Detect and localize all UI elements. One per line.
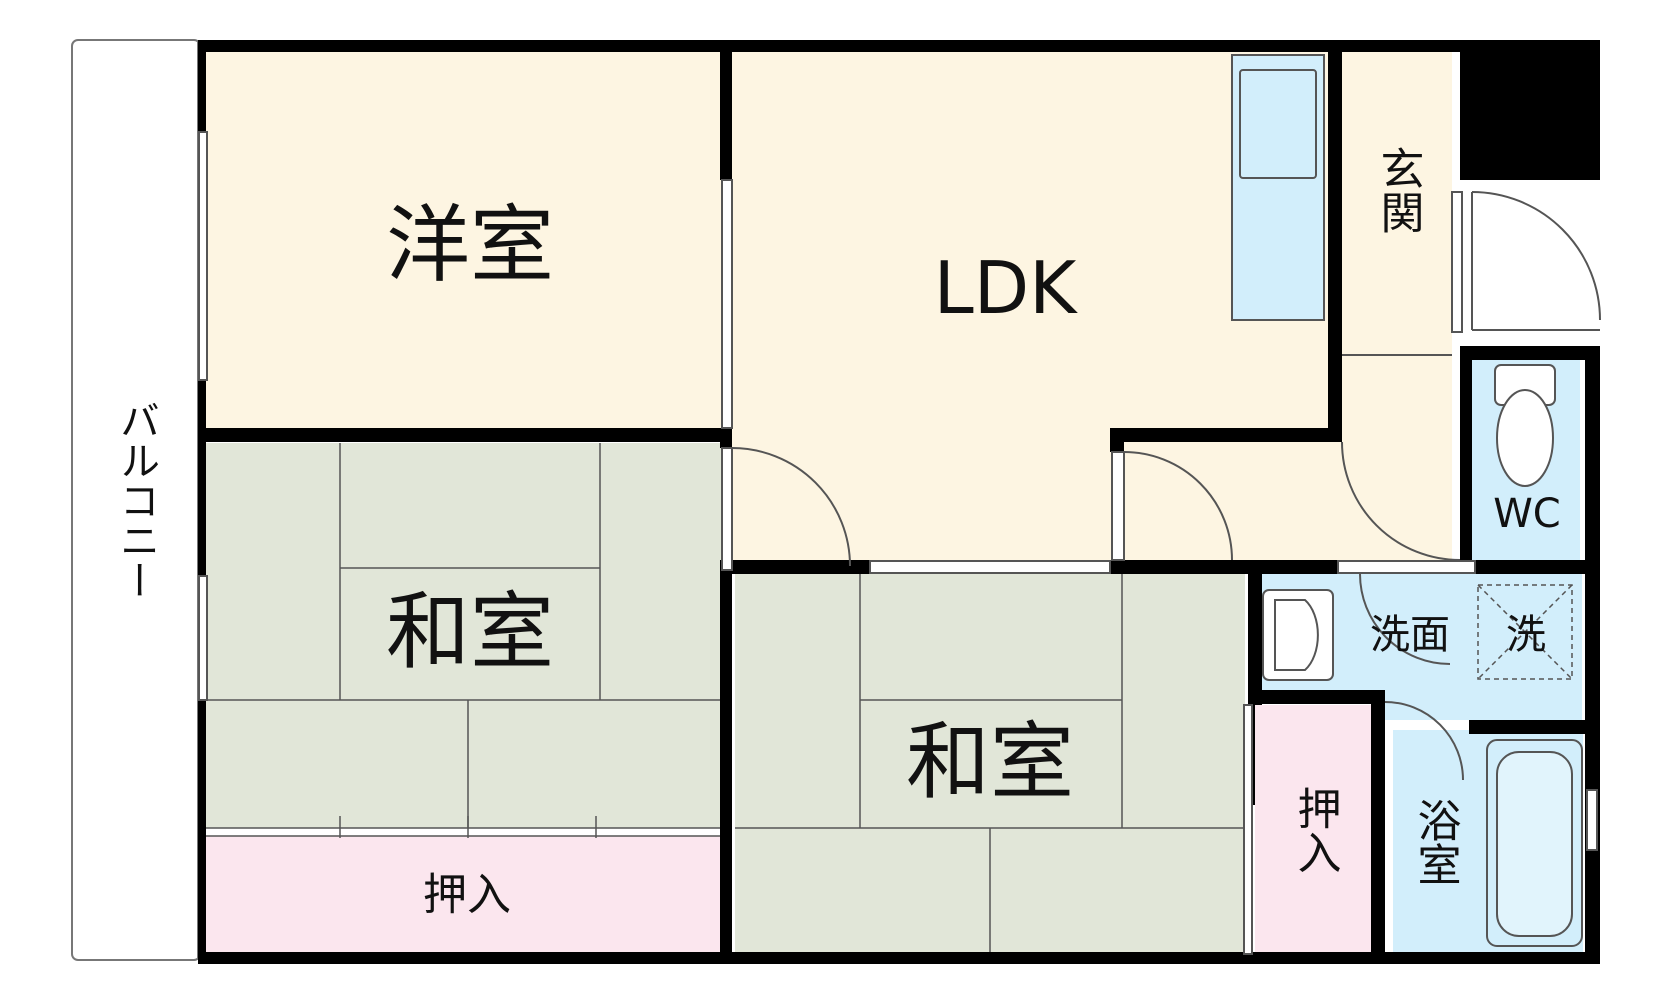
- closet-right-label: 押入: [1290, 786, 1341, 874]
- toilet: [1494, 364, 1556, 487]
- walls: [198, 40, 1600, 964]
- corridor-floor: [1120, 440, 1450, 560]
- washer-label: 洗: [1506, 612, 1546, 658]
- bathtub: [1486, 739, 1583, 947]
- door-swings: [731, 191, 1601, 781]
- washroom-label: 洗面: [1370, 612, 1450, 658]
- closet-right-floor: [1255, 705, 1375, 954]
- kitchen-counter: [1231, 54, 1325, 321]
- balcony-label: バルコニー: [113, 400, 159, 600]
- entrance-label: 玄関: [1373, 146, 1424, 234]
- japanese-room-right-label: 和室: [906, 713, 1074, 811]
- japanese-room-left-label: 和室: [386, 583, 554, 681]
- tatami-lines-left: [205, 443, 725, 838]
- tatami-lines-right: [735, 574, 1245, 954]
- western-room-floor: [205, 50, 725, 435]
- western-room-label: 洋室: [386, 196, 554, 294]
- washer-space: [1477, 584, 1573, 680]
- closet-bottom-floor: [205, 836, 725, 954]
- wc-label: WC: [1493, 491, 1560, 537]
- wash-basin: [1262, 589, 1334, 681]
- openings: [198, 131, 1598, 955]
- closet-bottom-label: 押入: [423, 870, 511, 921]
- washroom-floor: [1258, 574, 1582, 720]
- ldk-label: LDK: [934, 246, 1079, 330]
- bathroom-label: 浴室: [1410, 798, 1461, 886]
- japanese-room-left-floor: [205, 443, 725, 828]
